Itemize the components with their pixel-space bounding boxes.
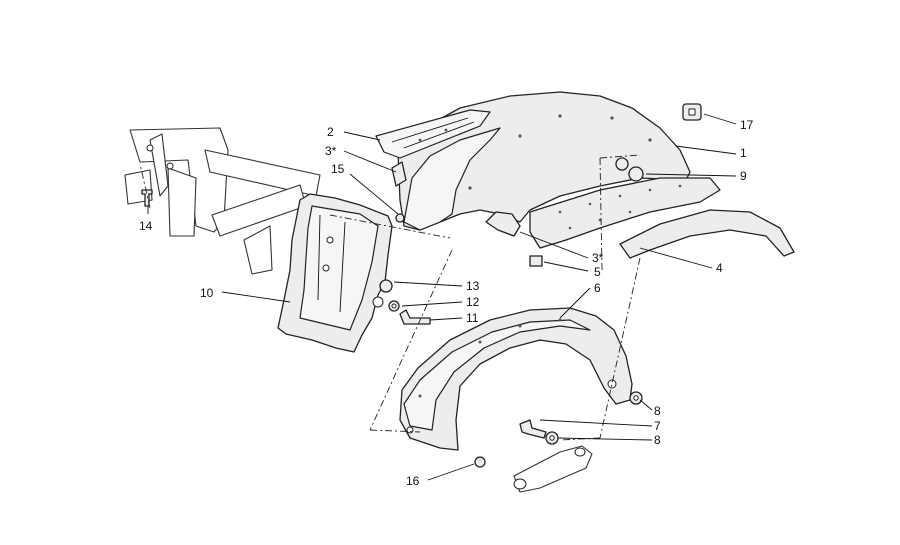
callout-labels: 2 3* 15 17 1 9 4 3* 5 6 8 7 8 13 12 11 1… bbox=[139, 118, 754, 488]
bolt-7 bbox=[519, 419, 547, 439]
callout-5: 5 bbox=[594, 265, 601, 279]
callout-4: 4 bbox=[716, 261, 723, 275]
lower-mudguard-part-6 bbox=[399, 307, 633, 451]
inner-mudguard-part-10 bbox=[277, 193, 393, 353]
cap-9 bbox=[628, 166, 644, 182]
callout-3-upper: 3* bbox=[325, 144, 337, 158]
callout-8-lower: 8 bbox=[654, 433, 661, 447]
callout-12: 12 bbox=[466, 295, 480, 309]
callout-3-lower: 3* bbox=[592, 251, 604, 265]
nut-16 bbox=[474, 456, 486, 468]
callout-7: 7 bbox=[654, 419, 661, 433]
bracket-part-3 bbox=[391, 161, 521, 237]
mount-bracket bbox=[513, 445, 593, 493]
nut-15 bbox=[395, 213, 405, 223]
nut-5 bbox=[529, 255, 543, 267]
callout-6: 6 bbox=[594, 281, 601, 295]
assembly-lines bbox=[139, 154, 641, 441]
leader-lines bbox=[147, 113, 737, 481]
frame-section bbox=[124, 127, 321, 275]
callout-14: 14 bbox=[139, 219, 153, 233]
callout-15: 15 bbox=[331, 162, 345, 176]
nut-13 bbox=[379, 279, 393, 293]
callout-13: 13 bbox=[466, 279, 480, 293]
callout-9: 9 bbox=[740, 169, 747, 183]
callout-16: 16 bbox=[406, 474, 420, 488]
luggage-rack-part-2 bbox=[375, 109, 491, 159]
callout-8-upper: 8 bbox=[654, 404, 661, 418]
fender-tip-part-4 bbox=[619, 209, 795, 259]
bolt-14 bbox=[141, 189, 153, 207]
callout-2: 2 bbox=[327, 125, 334, 139]
hardware bbox=[141, 103, 702, 468]
callout-17: 17 bbox=[740, 118, 754, 132]
callout-1: 1 bbox=[740, 146, 747, 160]
callout-10: 10 bbox=[200, 286, 214, 300]
callout-11: 11 bbox=[466, 311, 479, 325]
bolt-11 bbox=[399, 309, 431, 325]
